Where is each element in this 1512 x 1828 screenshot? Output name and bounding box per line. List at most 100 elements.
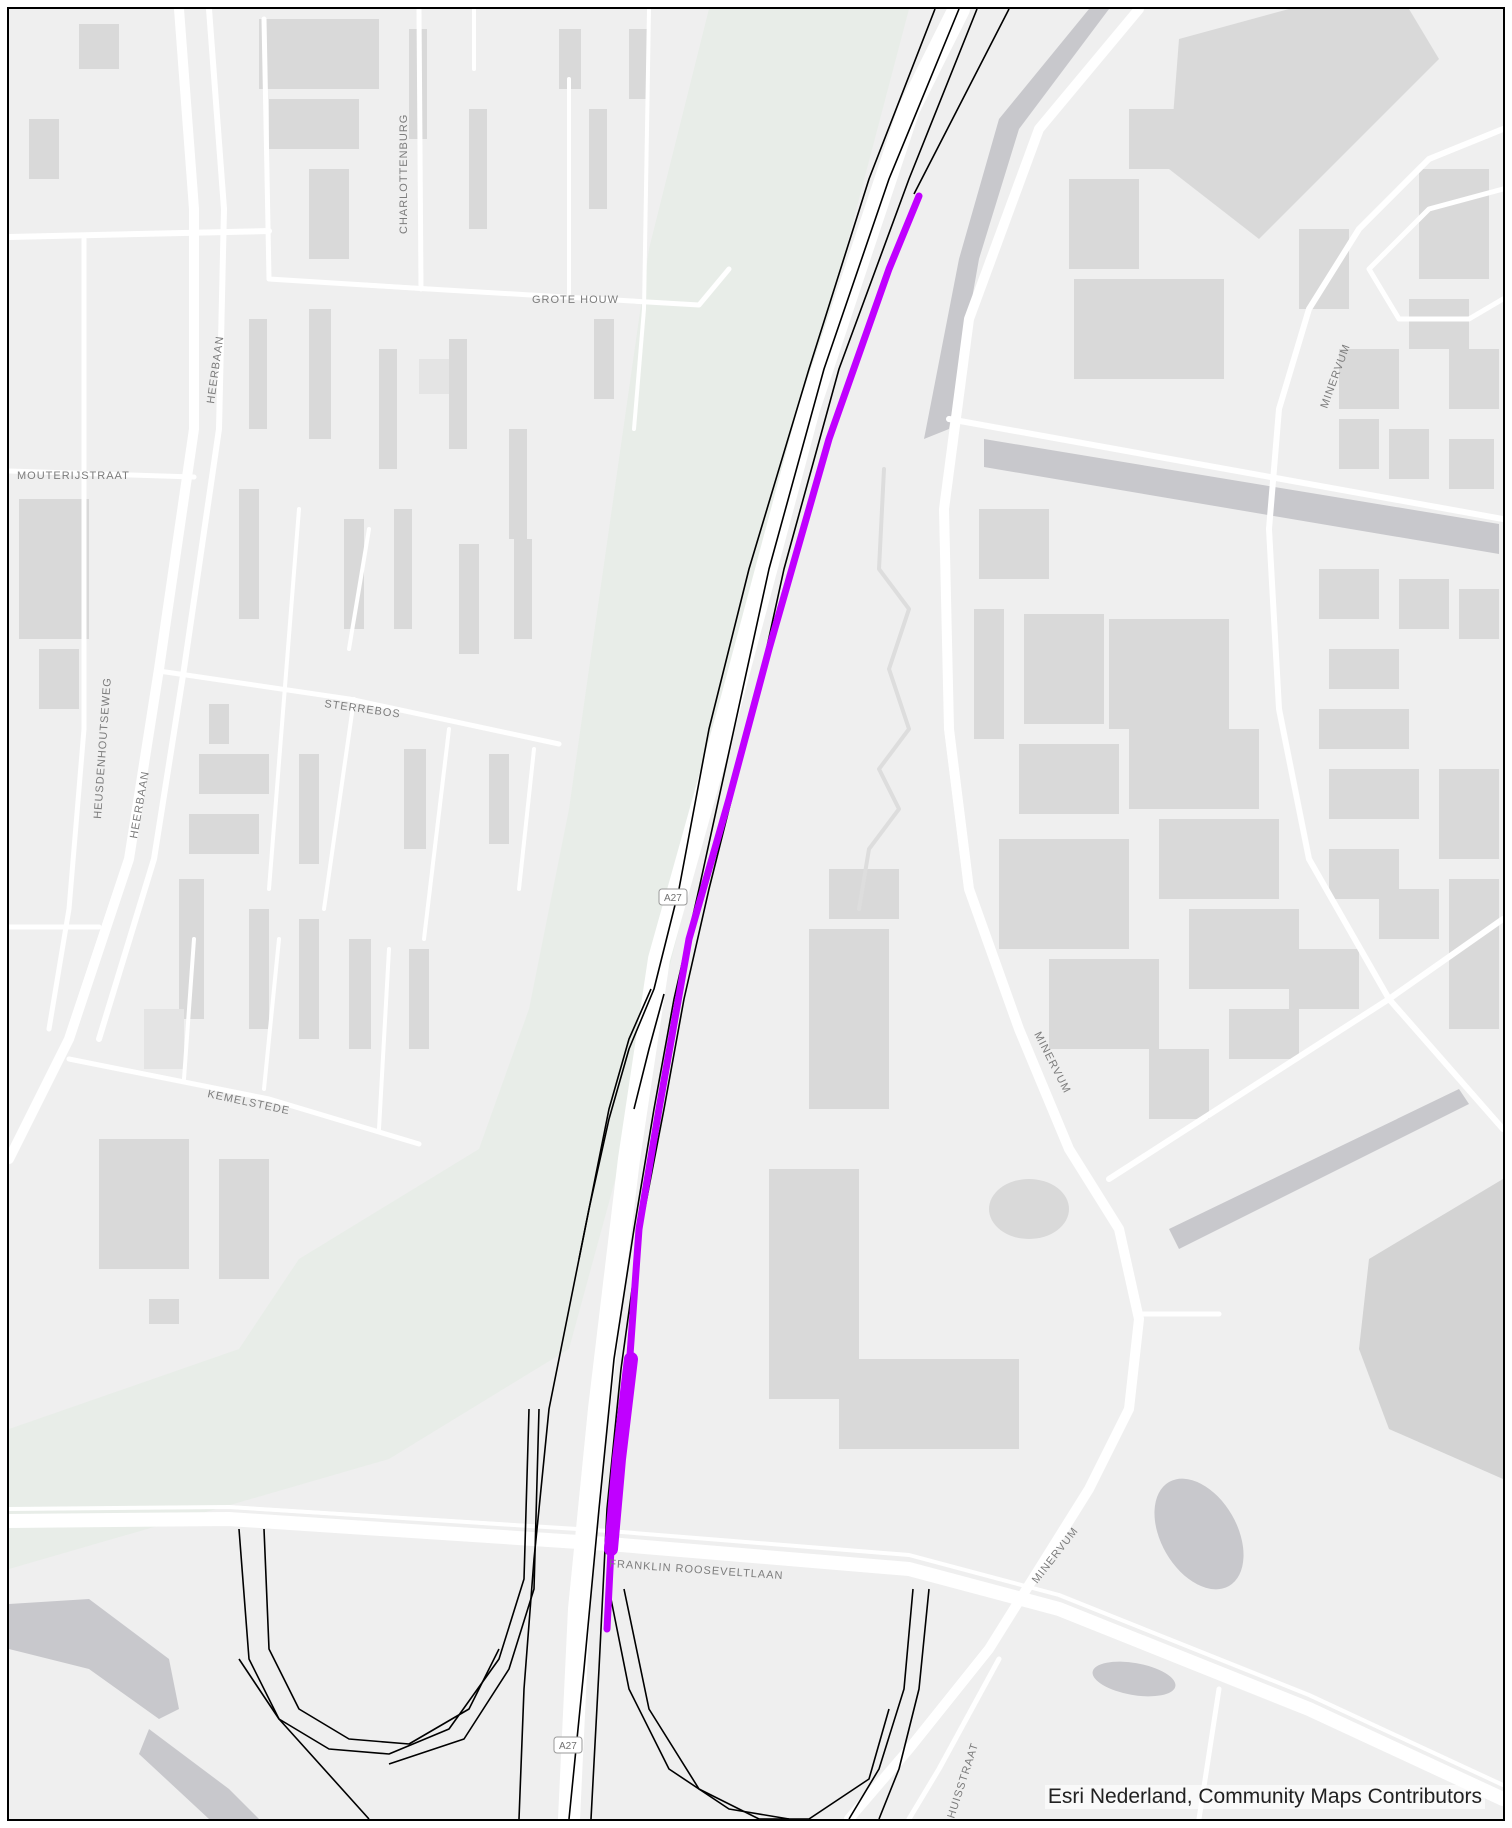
building xyxy=(259,19,379,89)
building xyxy=(409,949,429,1049)
building xyxy=(1299,229,1349,309)
building xyxy=(999,839,1129,949)
water-basin-1 xyxy=(984,439,1499,554)
road-s2 xyxy=(322,697,356,911)
road-s7 xyxy=(377,947,391,1131)
building xyxy=(1109,619,1229,729)
building xyxy=(79,24,119,69)
building xyxy=(989,1179,1069,1239)
building xyxy=(489,754,509,844)
road-s4 xyxy=(517,747,536,891)
a27-carriageway-west xyxy=(518,9,936,1819)
ramp-se-loop-3 xyxy=(878,1588,930,1819)
road-s6 xyxy=(262,937,281,1091)
building xyxy=(239,489,259,619)
ramp-se-loop-2 xyxy=(848,1588,914,1819)
road-s5 xyxy=(347,527,371,651)
building xyxy=(1399,579,1449,629)
building xyxy=(559,29,581,89)
building xyxy=(1069,179,1139,269)
water-sw-2 xyxy=(139,1729,259,1819)
canal-east xyxy=(924,9,1109,439)
pond xyxy=(1154,1478,1244,1590)
building xyxy=(1449,969,1499,1029)
road-s1 xyxy=(267,507,301,891)
road-minervum-inner xyxy=(1266,126,1503,1132)
building xyxy=(379,349,397,469)
building xyxy=(1319,709,1409,749)
water-basin-2 xyxy=(1169,1089,1469,1249)
road-charlottenburg xyxy=(416,9,424,292)
building xyxy=(1019,744,1119,814)
svg-text:A27: A27 xyxy=(559,1741,577,1752)
building xyxy=(1449,439,1494,489)
building xyxy=(809,929,889,1109)
building xyxy=(449,339,467,449)
building xyxy=(1149,1049,1209,1119)
building xyxy=(309,169,349,259)
roads xyxy=(9,9,1503,1819)
road-heerbaan-east xyxy=(96,9,227,1042)
ramp-se-loop-4 xyxy=(623,1588,890,1819)
label-charlottenburg: CHARLOTTENBURG xyxy=(398,114,410,234)
park-area xyxy=(9,9,909,1569)
road-parking xyxy=(857,467,911,911)
building xyxy=(1024,614,1104,724)
road-east-ring-ne xyxy=(1366,186,1503,322)
building xyxy=(144,1009,184,1069)
road-east-link xyxy=(946,416,1503,522)
building xyxy=(589,109,607,209)
building xyxy=(29,119,59,179)
building xyxy=(1329,649,1399,689)
building xyxy=(299,919,319,1039)
road-s8 xyxy=(182,937,196,1081)
building xyxy=(189,814,259,854)
building xyxy=(299,754,319,864)
building xyxy=(1339,419,1379,469)
building xyxy=(974,609,1004,739)
road-minervum xyxy=(844,9,1144,1819)
building xyxy=(99,1139,189,1269)
water-features xyxy=(9,9,1499,1819)
basemap[interactable]: CHARLOTTENBURG GROTE HOUW HEERBAAN MOUTE… xyxy=(9,9,1503,1819)
road-grote-houw xyxy=(261,16,732,308)
building xyxy=(404,749,426,849)
a27-carriageway-east-2 xyxy=(913,9,1010,195)
ramp-se-loop xyxy=(608,1588,790,1819)
building xyxy=(19,499,89,639)
road-franklin-rooseveltlaan-2 xyxy=(9,1505,1503,1787)
building xyxy=(1339,349,1399,409)
road-s3 xyxy=(422,727,451,941)
road-huisstraat xyxy=(906,1656,1002,1819)
highlighted-route xyxy=(603,192,923,1633)
building xyxy=(309,309,331,439)
building xyxy=(1329,769,1419,819)
road-mouterijstraat xyxy=(9,468,197,480)
building xyxy=(979,509,1049,579)
building xyxy=(199,754,269,794)
building xyxy=(509,429,527,539)
building xyxy=(514,539,532,639)
road-a27-corridor xyxy=(558,9,970,1819)
building xyxy=(394,509,412,629)
water-sw xyxy=(9,1599,179,1719)
building xyxy=(1129,729,1259,809)
road-franklin-rooseveltlaan xyxy=(9,1512,1503,1806)
building xyxy=(249,909,269,1029)
motorway-outlines xyxy=(238,9,1010,1819)
a27-carriageway-east xyxy=(590,9,978,1819)
map-frame[interactable]: CHARLOTTENBURG GROTE HOUW HEERBAAN MOUTE… xyxy=(7,7,1505,1821)
building xyxy=(594,319,614,399)
a27-link-2 xyxy=(578,988,652,1260)
buildings xyxy=(19,9,1503,1479)
building xyxy=(219,1159,269,1279)
pond-small xyxy=(1092,1661,1176,1697)
building xyxy=(1129,109,1189,169)
label-mouterijstraat: MOUTERIJSTRAAT xyxy=(17,470,130,482)
map-attribution: Esri Nederland, Community Maps Contribut… xyxy=(1044,1785,1485,1809)
road-n3 xyxy=(632,9,651,431)
building xyxy=(249,319,267,429)
building xyxy=(469,109,487,229)
shield-a27-upper: A27 xyxy=(658,888,688,906)
a27-link xyxy=(633,993,665,1110)
